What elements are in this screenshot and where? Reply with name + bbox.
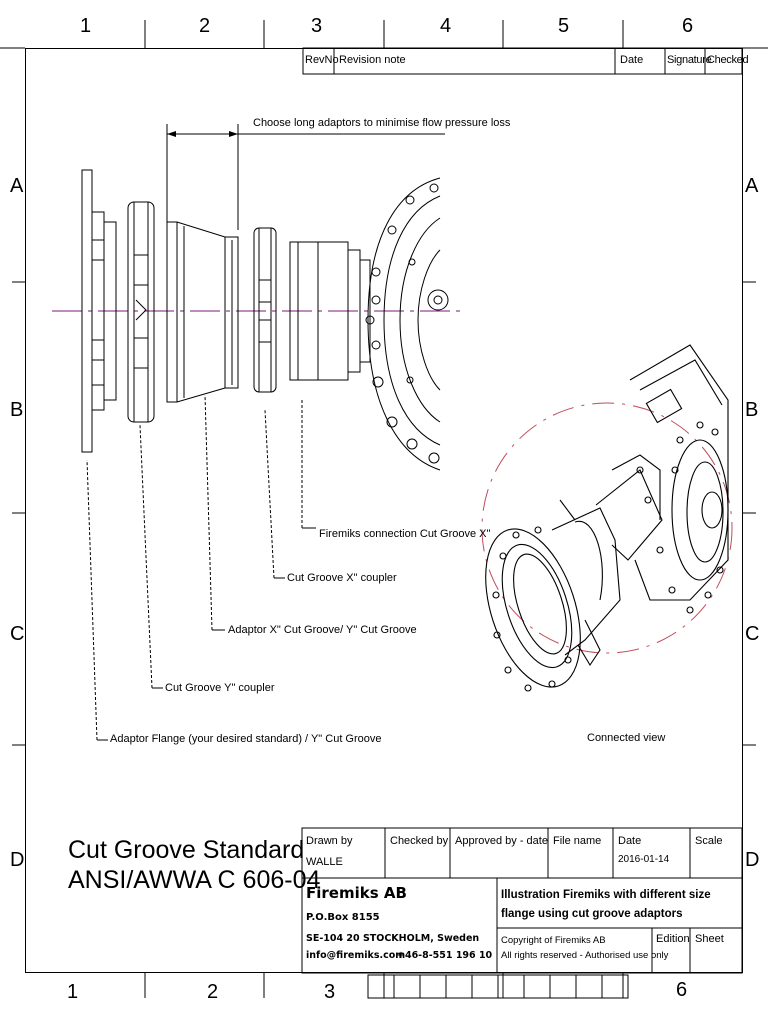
zone-top-3: 3 — [311, 15, 323, 37]
checked-by-label: Checked by — [390, 835, 449, 847]
zone-right-d: D — [745, 849, 760, 871]
callout-y-coupler: Cut Groove Y" coupler — [165, 682, 275, 694]
company-name: Firemiks AB — [306, 884, 407, 902]
callout-connection: Firemiks connection Cut Groove X" — [319, 528, 491, 540]
connected-view-label: Connected view — [587, 732, 666, 744]
approved-by-label: Approved by - date — [455, 835, 548, 847]
company-po-box: P.O.Box 8155 — [306, 912, 380, 923]
zone-right-a: A — [745, 175, 759, 197]
drawing-title: Cut Groove Standard ANSI/AWWA C 606-04 — [68, 835, 320, 895]
zone-left-c: C — [10, 623, 25, 645]
rights-text: All rights reserved - Authorised use onl… — [501, 950, 669, 961]
sheet-label: Sheet — [695, 933, 724, 945]
revision-note-header: Revision note — [339, 54, 406, 66]
drawing-title-line2: ANSI/AWWA C 606-04 — [68, 866, 321, 894]
file-name-label: File name — [553, 835, 602, 847]
zone-bottom-1: 1 — [67, 981, 79, 1003]
zone-left-a: A — [10, 175, 24, 197]
x-coupler — [253, 227, 277, 393]
date-label: Date — [618, 835, 642, 847]
zone-top-6: 6 — [682, 15, 694, 37]
zone-left-d: D — [10, 849, 25, 871]
revision-checked-header: Checked — [707, 54, 749, 66]
description-line2: flange using cut groove adaptors — [501, 908, 683, 920]
company-address: SE-104 20 STOCKHOLM, Sweden — [306, 933, 480, 944]
company-email: info@firemiks.com — [306, 950, 406, 961]
leader-lines — [86, 394, 316, 741]
zone-top-2: 2 — [199, 15, 211, 37]
connection-pipe — [289, 241, 371, 381]
y-coupler — [127, 201, 155, 423]
drawing-title-line1: Cut Groove Standard — [68, 836, 305, 864]
dimension-note: Choose long adaptors to minimise flow pr… — [253, 117, 511, 129]
callout-x-coupler: Cut Groove X" coupler — [287, 572, 397, 584]
zone-right-c: C — [745, 623, 760, 645]
drawn-by-value: WALLE — [306, 856, 343, 868]
zone-right-b: B — [745, 399, 759, 421]
zone-bottom-6: 6 — [676, 979, 688, 1001]
zone-top-5: 5 — [558, 15, 570, 37]
adaptor-cone — [166, 221, 239, 403]
callout-flange: Adaptor Flange (your desired standard) /… — [110, 733, 382, 745]
revision-date-header: Date — [620, 54, 644, 66]
callout-adaptor: Adaptor X" Cut Groove/ Y" Cut Groove — [228, 624, 417, 636]
zone-top-1: 1 — [80, 15, 92, 37]
edition-label: Edition — [656, 933, 690, 945]
connected-view-circle — [481, 402, 733, 654]
adaptor-flange — [81, 169, 117, 453]
description-line1: Illustration Firemiks with different siz… — [501, 889, 711, 901]
connected-assembly — [485, 344, 729, 692]
zone-left-b: B — [10, 399, 24, 421]
date-value: 2016-01-14 — [618, 854, 670, 865]
rev-no-header: RevNo — [305, 54, 339, 66]
company-phone: +46-8-551 196 10 — [397, 950, 493, 961]
copyright-text: Copyright of Firemiks AB — [501, 935, 606, 946]
scale-label: Scale — [695, 835, 723, 847]
pump-body — [365, 177, 449, 471]
zone-bottom-2: 2 — [207, 981, 219, 1003]
drawn-by-label: Drawn by — [306, 835, 353, 847]
inner-frame — [25, 48, 743, 973]
zone-top-4: 4 — [440, 15, 452, 37]
revision-signature-header: Signature — [667, 54, 712, 66]
zone-bottom-3: 3 — [324, 981, 336, 1003]
